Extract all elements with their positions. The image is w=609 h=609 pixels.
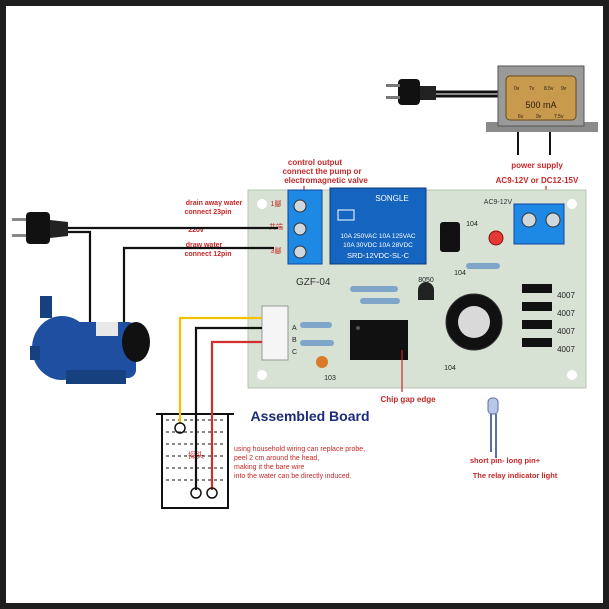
probe-note-1: using household wiring can replace probe… — [234, 446, 365, 453]
power-range-label: AC9-12V or DC12-15V — [496, 176, 579, 185]
draw-label-1: draw water — [186, 242, 223, 249]
diode-small — [440, 222, 460, 252]
probe-pin-b: B — [292, 337, 297, 344]
cap-104-mid: 104 — [454, 270, 466, 277]
diode-label-2: 4007 — [557, 309, 575, 318]
transformer-tap-1: 7v — [529, 86, 535, 92]
control-output-label-3: electromagnetic valve — [284, 176, 368, 185]
cap-104-top: 104 — [466, 221, 478, 228]
assembled-board-title: Assembled Board — [250, 408, 369, 424]
circuit-board: 1腳 共端 3腳 SONGLE 10A 250VAC 10A 125VAC 10… — [247, 187, 587, 389]
control-output-label-1: control output — [288, 158, 343, 167]
transformer: 500 mA 0v 7v 8.5v 9v 6v 9v 7.5v — [486, 65, 598, 132]
diode-label-1: 4007 — [557, 291, 575, 300]
transistor-8050 — [418, 282, 434, 300]
power-plug-left — [12, 212, 68, 244]
relay-light-label: The relay indicator light — [473, 471, 558, 480]
resistor-2 — [360, 298, 400, 304]
ac-label: AC9-12V — [484, 199, 513, 206]
diode-1 — [522, 284, 552, 293]
control-output-label-2: connect the pump or — [282, 167, 361, 176]
drain-label-1: drain away water — [186, 200, 243, 207]
transformer-current: 500 mA — [525, 100, 556, 110]
transformer-tap-4: 6v — [518, 114, 524, 120]
probe-wire-black — [194, 326, 262, 490]
transformer-tap-2: 8.5v — [544, 86, 554, 92]
drain-label-2: connect 23pin — [184, 209, 231, 216]
wire-pump-to-board — [122, 246, 274, 325]
diode-4 — [522, 338, 552, 347]
led-pins-label: short pin- long pin+ — [470, 456, 541, 465]
probe-note-3: making it the bare wire — [234, 464, 305, 471]
diode-label-4: 4007 — [557, 345, 575, 354]
ic-chip — [350, 320, 408, 360]
draw-label-2: connect 12pin — [184, 251, 231, 258]
terminal-mark-1: 1腳 — [271, 199, 282, 208]
transformer-tap-0: 0v — [514, 86, 520, 92]
resistor-4 — [300, 340, 334, 346]
probe-tip-common — [190, 487, 202, 499]
probe-note-2: peel 2 cm around the head, — [234, 455, 319, 462]
relay-led — [488, 230, 504, 246]
resistor-3 — [300, 322, 332, 328]
resistor-1 — [350, 286, 398, 292]
terminal-mark-2: 共端 — [269, 222, 283, 231]
probe-tip-high — [174, 422, 186, 434]
probe-pin-c: C — [292, 349, 297, 356]
transformer-tap-5: 9v — [536, 114, 542, 120]
water-pump — [30, 296, 150, 384]
probe-tip-low — [206, 487, 218, 499]
diode-3 — [522, 320, 552, 329]
relay-line2: 10A 30VDC 10A 28VDC — [343, 242, 413, 249]
voltage-220: 220v — [188, 227, 204, 234]
transformer-tap-3: 9v — [561, 86, 567, 92]
probe-pin-a: A — [292, 325, 297, 332]
wire-plug-to-pump — [68, 230, 92, 325]
relay — [329, 187, 427, 265]
power-plug-top — [386, 79, 500, 105]
resistor-5 — [466, 263, 500, 269]
diode-2 — [522, 302, 552, 311]
transformer-tap-6: 7.5v — [554, 114, 564, 120]
led-illustration — [487, 397, 499, 458]
probe-wire-yellow — [178, 316, 262, 424]
relay-brand: SONGLE — [375, 194, 408, 203]
relay-model: SRD-12VDC-SL-C — [347, 251, 410, 260]
cap-103-label: 103 — [324, 375, 336, 382]
terminal-mark-3: 3腳 — [271, 246, 282, 255]
diode-label-3: 4007 — [557, 327, 575, 336]
cap-104-low: 104 — [444, 365, 456, 372]
probe-wire-red — [210, 340, 262, 490]
transistor-code: 8050 — [418, 277, 434, 284]
board-model: GZF-04 — [296, 277, 331, 288]
power-supply-label: power supply — [511, 161, 563, 170]
chip-gap-label: Chip gap edge — [380, 395, 436, 404]
relay-line1: 10A 250VAC 10A 125VAC — [340, 233, 416, 240]
probe-note-4: into the water can be directly induced. — [234, 473, 352, 480]
cap-103 — [316, 356, 328, 368]
probe-connector — [261, 305, 289, 361]
